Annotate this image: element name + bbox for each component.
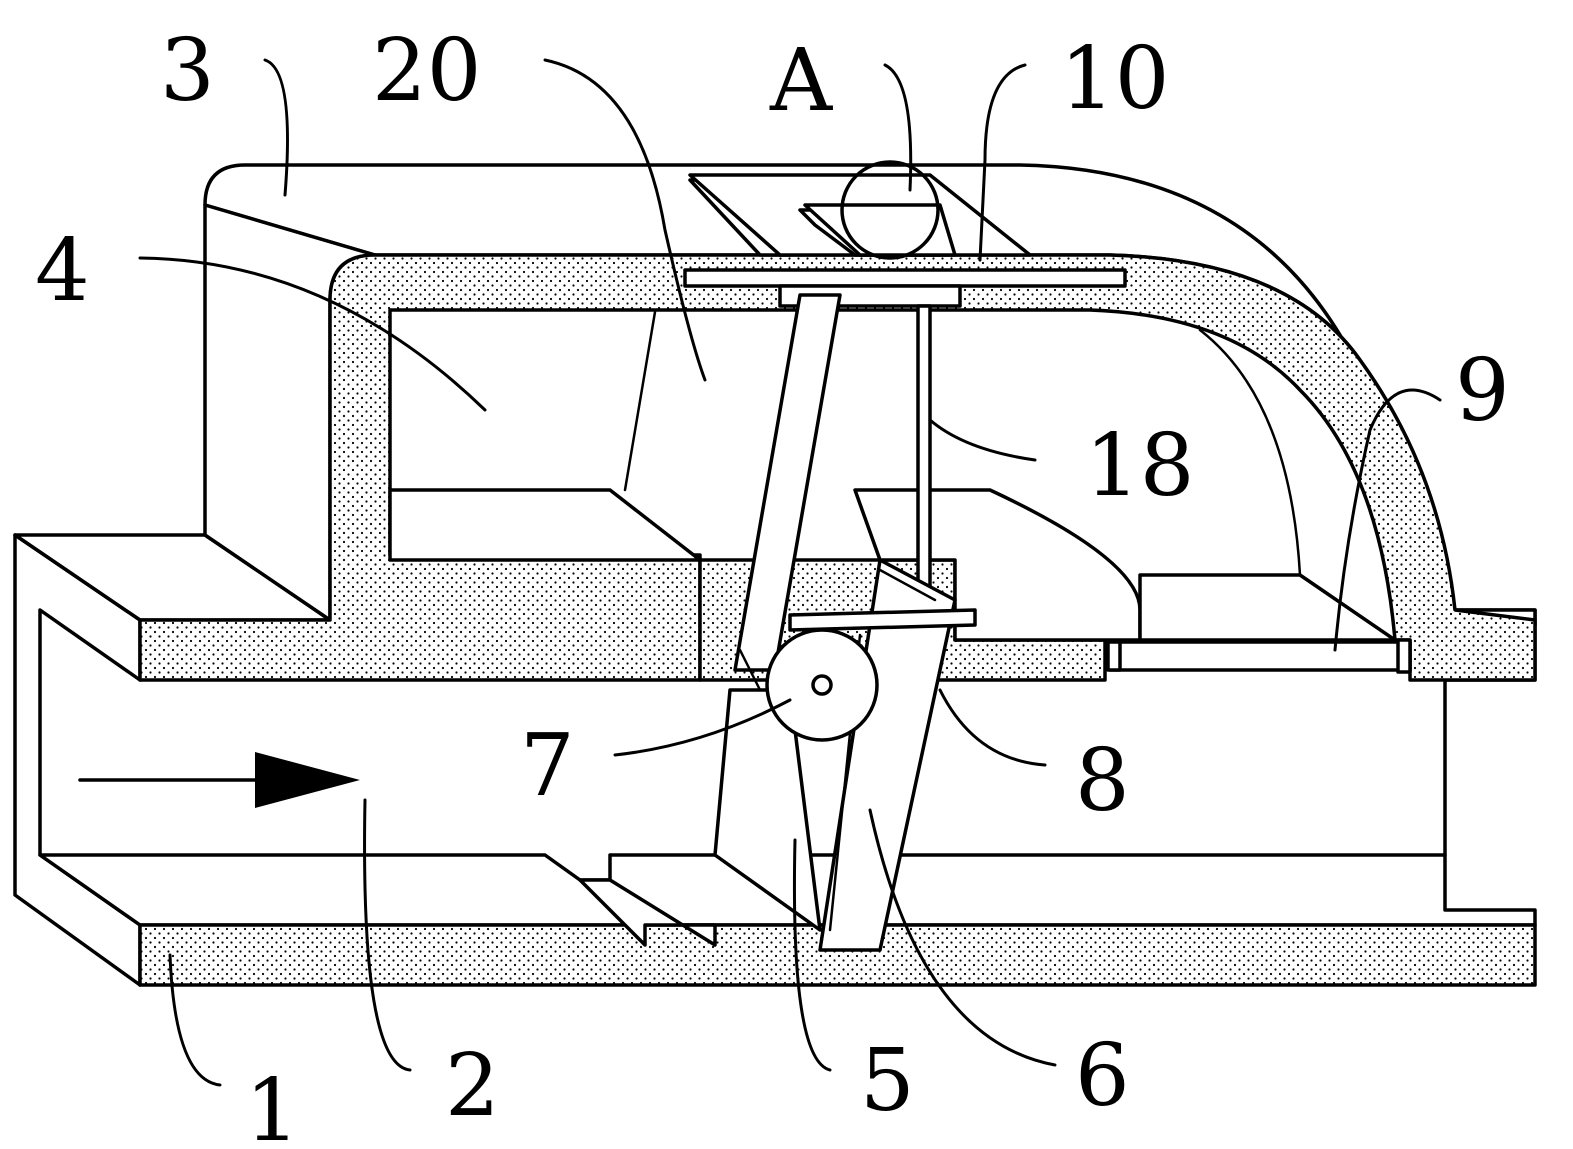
- window-plate: [1108, 640, 1412, 672]
- leader-6: [868, 808, 1057, 1067]
- leader-lines: [138, 58, 1442, 1087]
- label-1: 1: [245, 1061, 300, 1149]
- leader-A: [883, 63, 913, 192]
- belt-link: [738, 568, 937, 692]
- label-7: 7: [520, 716, 575, 816]
- leader-1: [168, 953, 222, 1087]
- gate-assembly: [713, 293, 977, 952]
- detail-circle-A: [840, 160, 940, 260]
- window-bracket-right: [1396, 638, 1412, 674]
- leader-8: [938, 688, 1047, 767]
- leader-5: [792, 838, 832, 1072]
- floor-groove: [578, 878, 717, 947]
- label-9: 9: [1455, 341, 1510, 441]
- leader-9: [1333, 388, 1442, 652]
- leader-7: [613, 698, 792, 757]
- vertical-rod: [916, 304, 932, 608]
- label-6: 6: [1075, 1026, 1130, 1126]
- top-slot-assembly: [683, 160, 1127, 308]
- label-2: 2: [445, 1036, 500, 1136]
- leader-20: [543, 58, 707, 382]
- chamber-back-lines: [623, 310, 1302, 577]
- label-3: 3: [160, 21, 215, 121]
- leader-10: [978, 63, 1027, 262]
- left-step-face: [388, 488, 702, 562]
- label-4: 4: [35, 221, 90, 321]
- label-A: A: [769, 31, 833, 131]
- leader-4: [138, 256, 487, 412]
- label-5: 5: [860, 1031, 915, 1131]
- reference-numerals: 3 20 A 10 4 9 18 7 8 1 2 5 6: [35, 21, 1510, 1149]
- leader-3: [263, 58, 289, 197]
- flow-arrow: [78, 752, 360, 808]
- housing-section: [138, 253, 1537, 682]
- belt-8: [788, 608, 977, 632]
- label-8: 8: [1075, 731, 1130, 831]
- label-18: 18: [1085, 416, 1194, 516]
- leader-18: [928, 418, 1037, 462]
- leader-2: [363, 798, 412, 1072]
- roller-axle: [811, 674, 833, 696]
- roller-7: [765, 628, 879, 742]
- label-10: 10: [1060, 29, 1169, 129]
- window-bracket-left: [1106, 640, 1122, 672]
- top-bar: [683, 268, 1127, 288]
- rod-18: [916, 304, 932, 608]
- label-20: 20: [372, 21, 481, 121]
- rear-right-chamber: [1138, 573, 1397, 642]
